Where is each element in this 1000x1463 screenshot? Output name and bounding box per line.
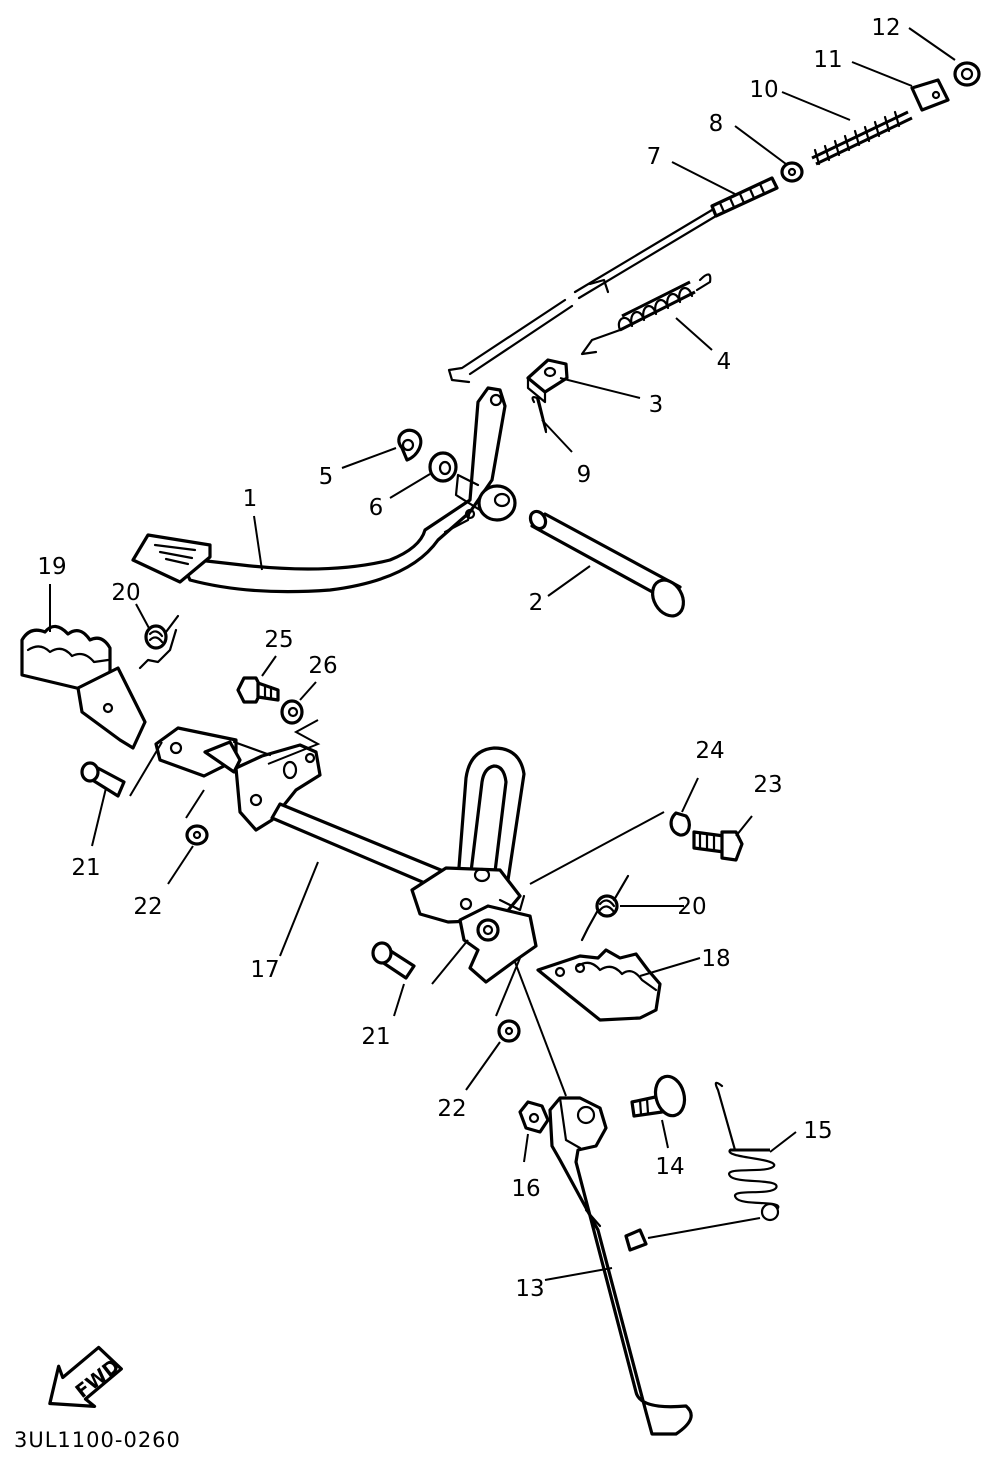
part-14-bolt [630,1074,687,1118]
part-19-footrest-left [20,624,147,750]
callout-18: 18 [701,946,730,972]
part-13-sidestand [548,1096,693,1436]
callout-17: 17 [250,957,279,983]
callout-9: 9 [577,462,592,488]
part-17-footrest-bracket [154,726,472,900]
callout-13: 13 [515,1276,544,1302]
part-6-washer [428,451,458,483]
part-24-washer [669,811,691,837]
part-25-bolt [236,676,280,704]
part-8-washer [780,161,804,183]
callout-4: 4 [717,349,732,375]
callout-12: 12 [871,15,900,41]
callout-22-left: 22 [133,894,162,920]
part-12-nut [953,61,981,87]
part-5-circlip [397,428,423,462]
center-bracket-loop [410,746,538,984]
part-15-spring [714,1081,780,1222]
callout-21-right: 21 [361,1024,390,1050]
part-18-footrest-right [536,948,662,1022]
callout-20-left: 20 [111,580,140,606]
callout-25: 25 [264,627,293,653]
callout-24: 24 [695,738,724,764]
leader-lines [49,27,956,1281]
callout-19: 19 [37,554,66,580]
diagram-code: 3UL1100-0260 [14,1428,181,1452]
part-2-pivot-shaft [528,509,686,618]
fwd-arrow-icon: FWD [48,1345,124,1408]
part-22-washer-right [497,1019,521,1043]
part-26-washer [280,699,304,725]
callout-8: 8 [709,111,724,137]
callout-23: 23 [753,772,782,798]
part-10-spring [811,110,913,166]
callout-22-right: 22 [437,1096,466,1122]
callout-14: 14 [655,1154,684,1180]
part-21-pin-right [371,941,416,980]
part-11-adjuster [910,78,950,112]
part-4-return-spring [580,273,712,356]
part-7-brake-rod [447,176,779,384]
part-3-rod-joint [526,358,569,404]
part-20-spring-right [580,874,630,942]
callout-11: 11 [813,47,842,73]
callout-1: 1 [243,486,258,512]
part-23-bolt [692,830,744,862]
callout-16: 16 [511,1176,540,1202]
part-1-brake-pedal [131,386,517,594]
callout-7: 7 [647,144,662,170]
callout-21-left: 21 [71,855,100,881]
callout-26: 26 [308,653,337,679]
part-22-washer-left [185,824,209,846]
callout-3: 3 [649,392,664,418]
callout-labels: 12 11 10 8 7 4 3 9 5 6 1 2 19 20 25 26 2… [37,15,900,1302]
callout-2: 2 [529,590,544,616]
part-20-spring-left [138,614,180,670]
callout-10: 10 [749,77,778,103]
callout-15: 15 [803,1118,832,1144]
part-21-pin-left [80,761,126,798]
callout-5: 5 [319,464,334,490]
part-16-nut [518,1100,550,1134]
part-9-cotter-pin [531,395,548,434]
callout-6: 6 [369,495,384,521]
callout-20-right: 20 [677,894,706,920]
